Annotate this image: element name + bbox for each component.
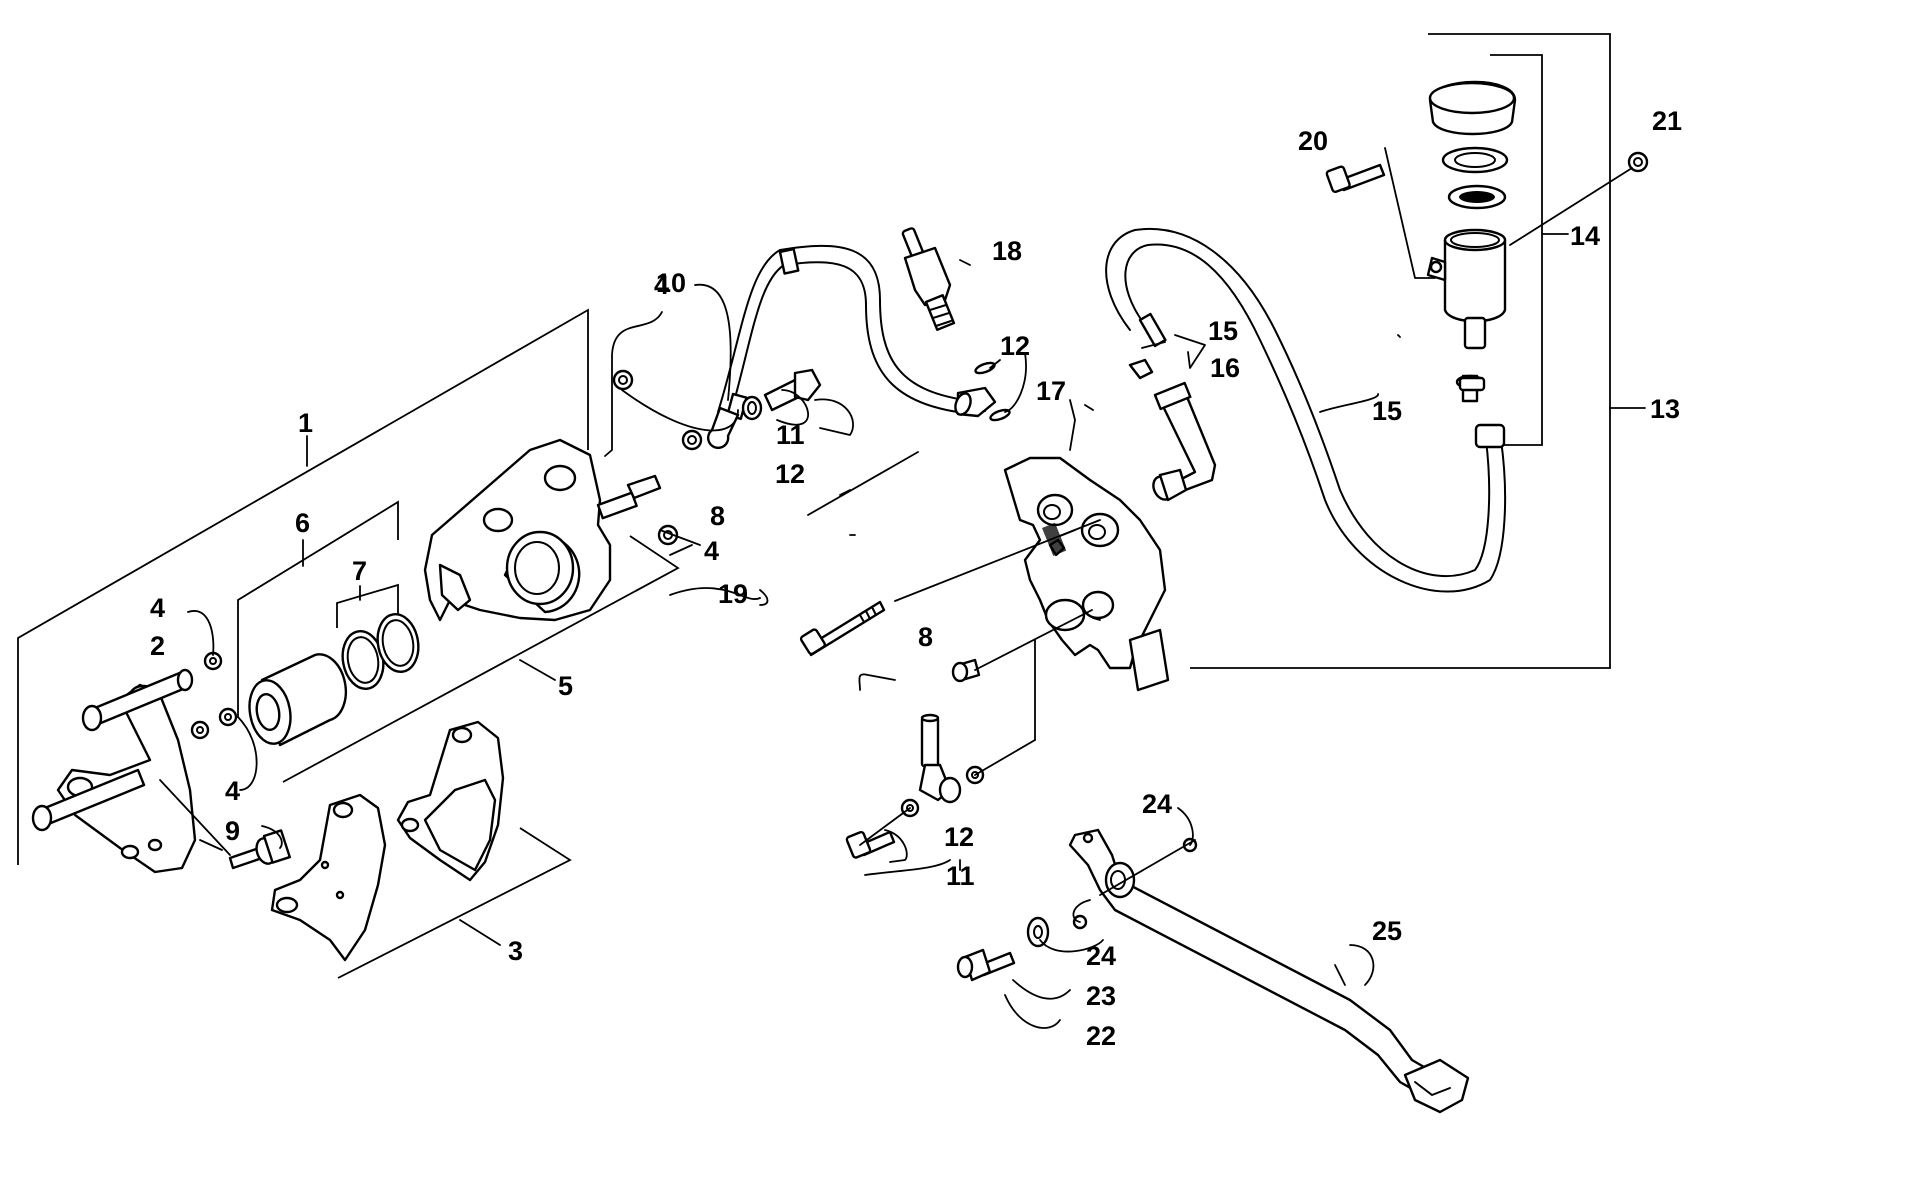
brake-pads-part bbox=[270, 720, 505, 962]
callout-15-b: 15 bbox=[1372, 396, 1402, 426]
reservoir-part bbox=[1426, 80, 1649, 403]
callout-12-c: 12 bbox=[944, 822, 974, 852]
callout-8-a: 8 bbox=[710, 501, 725, 531]
callout-5: 5 bbox=[558, 671, 573, 701]
caliper-bracket-part bbox=[31, 668, 197, 874]
caliper-body-part bbox=[423, 438, 662, 622]
callout-1: 1 bbox=[298, 408, 313, 438]
callout-7: 7 bbox=[352, 556, 367, 586]
bracket-piston-6 bbox=[237, 500, 399, 718]
leader-lines bbox=[159, 147, 1633, 1029]
lower-hose-fitting bbox=[900, 713, 985, 818]
callout-25: 25 bbox=[1372, 916, 1402, 946]
callout-23: 23 bbox=[1086, 981, 1116, 1011]
callout-4-d: 4 bbox=[225, 776, 240, 806]
callout-10: 10 bbox=[656, 268, 686, 298]
banjo-bolts-and-washers bbox=[681, 361, 1011, 451]
callout-3: 3 bbox=[508, 936, 523, 966]
assembly-brackets bbox=[17, 33, 1646, 979]
callout-labels: 1 2 3 4 4 4 4 5 6 7 8 8 9 10 11 11 12 12… bbox=[150, 106, 1682, 1051]
callout-15-a: 15 bbox=[1208, 316, 1238, 346]
bracket-caliper-assembly-1 bbox=[17, 308, 589, 865]
callout-18: 18 bbox=[992, 236, 1022, 266]
bracket-reservoir-14 bbox=[1488, 54, 1543, 446]
bracket-body-5 bbox=[282, 535, 680, 783]
callout-24-b: 24 bbox=[1086, 941, 1116, 971]
callout-11-a: 11 bbox=[776, 420, 805, 450]
callout-12-b: 12 bbox=[775, 459, 805, 489]
callout-8-b: 8 bbox=[918, 622, 933, 652]
callout-20: 20 bbox=[1298, 126, 1328, 156]
callout-17: 17 bbox=[1036, 376, 1066, 406]
master-cylinder-part bbox=[1003, 456, 1170, 692]
callout-21: 21 bbox=[1652, 106, 1682, 136]
bracket-master-cylinder-13 bbox=[1190, 33, 1611, 669]
callout-2: 2 bbox=[150, 631, 165, 661]
callout-19: 19 bbox=[718, 579, 748, 609]
callout-14: 14 bbox=[1570, 221, 1600, 251]
bracket-seals-7 bbox=[336, 583, 399, 628]
callout-13: 13 bbox=[1650, 394, 1680, 424]
callout-4-c: 4 bbox=[150, 593, 165, 623]
callout-12-a: 12 bbox=[1000, 331, 1030, 361]
brake-hose-part bbox=[707, 244, 997, 450]
brake-pedal-part bbox=[1026, 828, 1470, 1114]
piston-and-seals-part bbox=[248, 613, 420, 747]
brake-switch-part bbox=[901, 227, 956, 332]
return-hose-part bbox=[1105, 228, 1507, 593]
callout-4-b: 4 bbox=[704, 536, 719, 566]
callout-6: 6 bbox=[295, 508, 310, 538]
bolts bbox=[799, 163, 1386, 982]
callout-4-a: 4 bbox=[654, 270, 669, 300]
callout-22: 22 bbox=[1086, 1021, 1116, 1051]
elbow-fitting-part bbox=[1128, 358, 1217, 502]
callout-24-a: 24 bbox=[1142, 789, 1172, 819]
bracket-pads-3 bbox=[337, 827, 572, 979]
callout-11-b: 11 bbox=[946, 861, 975, 891]
callout-16: 16 bbox=[1210, 353, 1240, 383]
callout-9: 9 bbox=[225, 816, 240, 846]
